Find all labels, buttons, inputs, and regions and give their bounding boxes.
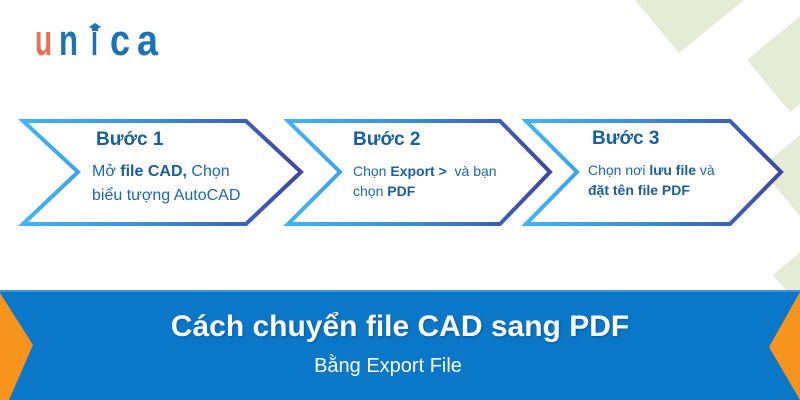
step-3-text: và	[696, 162, 715, 178]
banner-highlight	[0, 290, 800, 292]
decor-diamond-3	[773, 252, 800, 290]
step-1-text: Chọn	[186, 163, 230, 180]
logo-letter-c: c	[110, 16, 130, 65]
logo-letter-n: n	[59, 16, 78, 65]
title-banner	[0, 290, 800, 400]
banner-right-orange-arrow	[769, 292, 800, 400]
logo-letter-a: a	[137, 16, 158, 65]
step-2-text: và bạn	[446, 163, 497, 179]
logo-letter-u: u	[35, 16, 52, 65]
banner-subtitle: Bằng Export File	[314, 355, 462, 377]
decor-triangle-top	[635, 0, 744, 53]
step-2-title: Bước 2	[353, 129, 421, 150]
step-3-line-1: Chọn nơi lưu file và	[588, 160, 715, 180]
step-1-bold-text: file CAD,	[120, 163, 187, 180]
step-2-chevron	[283, 119, 553, 226]
banner-title: Cách chuyển file CAD sang PDF	[170, 310, 630, 343]
step-2-text: chọn	[353, 183, 388, 199]
step-3-line-2: đặt tên file PDF	[588, 180, 690, 200]
step-1-line-1: Mở file CAD, Chọn	[92, 160, 230, 184]
decor-diamond-1	[747, 16, 800, 112]
step-3-bold-text: lưu file	[649, 162, 697, 178]
logo-letter-i: i	[91, 16, 98, 65]
step-1-chevron	[17, 119, 304, 226]
step-1-line-2: biểu tượng AutoCAD	[92, 184, 240, 208]
step-2-line-2: chọn PDF	[353, 181, 415, 201]
graduation-cap-icon	[88, 21, 102, 31]
step-3-bold-text: đặt tên file PDF	[588, 182, 690, 198]
step-1-text: Mở	[92, 163, 121, 180]
step-2-bold-text: Export >	[390, 163, 447, 179]
step-3-text: Chọn nơi	[588, 162, 650, 178]
unica-logo: u n i c a	[35, 16, 158, 65]
step-3-chevron	[521, 119, 784, 226]
banner-left-orange-arrow	[0, 293, 33, 400]
step-2-bold-text: PDF	[387, 183, 416, 199]
step-3-title: Bước 3	[592, 128, 660, 149]
step-2-line-1: Chọn Export > và bạn	[353, 161, 497, 181]
step-1-title: Bước 1	[96, 129, 164, 150]
step-1-text: biểu tượng AutoCAD	[92, 187, 241, 204]
step-2-text: Chọn	[353, 163, 391, 179]
